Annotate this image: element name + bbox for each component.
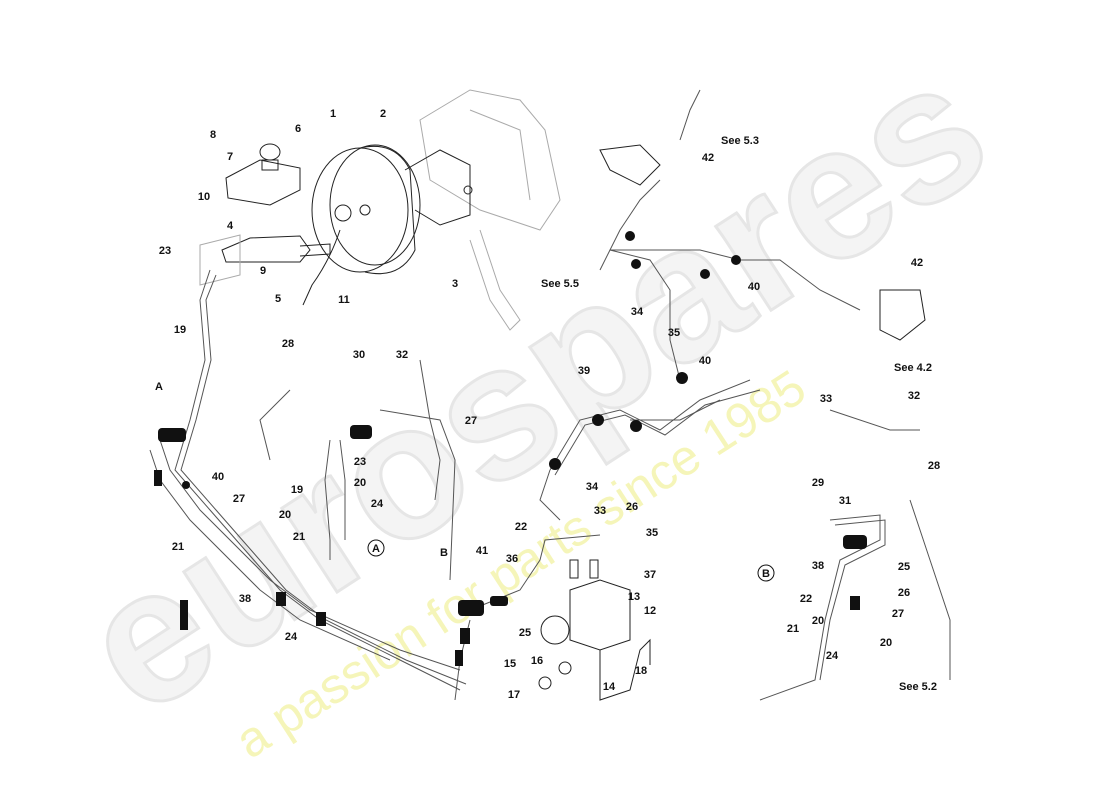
callout-label: 26 <box>898 587 910 599</box>
callout-label: 7 <box>227 151 233 163</box>
callout-label: 1 <box>330 108 336 120</box>
callout-label: 4 <box>227 220 234 232</box>
callout-label: 22 <box>515 521 527 533</box>
callout-label: 18 <box>635 665 647 677</box>
brake-pipes-drawing <box>149 89 951 701</box>
callout-label: 21 <box>172 541 184 553</box>
section-a-circle <box>367 539 385 557</box>
callout-label: See 5.5 <box>541 278 579 290</box>
callout-label: 25 <box>898 561 910 573</box>
callout-label: 26 <box>626 501 638 513</box>
section-a-marker: A <box>372 543 380 555</box>
callout-label: 38 <box>239 593 251 605</box>
callout-label: 24 <box>371 498 384 510</box>
callout-label: 37 <box>644 569 656 581</box>
callout-label: 12 <box>644 605 656 617</box>
callout-label: 28 <box>282 338 294 350</box>
callout-label: 19 <box>291 484 303 496</box>
callout-label: 6 <box>295 123 301 135</box>
callout-label: 25 <box>519 627 531 639</box>
pedal-box-drawing <box>419 89 561 331</box>
callout-label: 2 <box>380 108 386 120</box>
callout-label: 16 <box>531 655 543 667</box>
callout-label: 32 <box>908 390 920 402</box>
callout-label: 21 <box>293 531 305 543</box>
callout-label: 27 <box>465 415 477 427</box>
callout-label: 8 <box>210 129 216 141</box>
callout-label: 5 <box>275 293 281 305</box>
callout-label: See 4.2 <box>894 362 932 374</box>
callout-label: 13 <box>628 591 640 603</box>
callout-label: 22 <box>800 593 812 605</box>
brake-booster-drawing <box>311 144 473 275</box>
callout-label: 28 <box>928 460 940 472</box>
callout-label: 29 <box>812 477 824 489</box>
callout-label: 33 <box>594 505 606 517</box>
callout-label: 24 <box>285 631 298 643</box>
callout-label: 20 <box>880 637 892 649</box>
callout-label: 27 <box>233 493 245 505</box>
callout-label: 9 <box>260 265 266 277</box>
callout-label: 40 <box>699 355 711 367</box>
callout-label: A <box>155 381 163 393</box>
callout-label: 11 <box>338 294 350 306</box>
callout-label: 42 <box>702 152 714 164</box>
watermark-brand: eurospares <box>47 19 1022 755</box>
callout-label: 10 <box>198 191 210 203</box>
callout-label: 36 <box>506 553 518 565</box>
callout-label: 3 <box>452 278 458 290</box>
section-b-circle <box>757 564 775 582</box>
callout-label: 20 <box>279 509 291 521</box>
abs-unit-drawing <box>538 144 926 701</box>
callout-label: 34 <box>586 481 599 493</box>
callout-label: 35 <box>668 327 680 339</box>
section-b-marker: B <box>762 568 770 580</box>
callout-label: 14 <box>603 681 616 693</box>
callout-label: 20 <box>354 477 366 489</box>
callout-label: 21 <box>787 623 799 635</box>
callout-label: 42 <box>911 257 923 269</box>
callout-label: B <box>440 547 448 559</box>
callout-label: 17 <box>508 689 520 701</box>
callout-label: See 5.3 <box>721 135 759 147</box>
callout-label: 40 <box>212 471 224 483</box>
callout-label: 39 <box>578 365 590 377</box>
callout-label: 40 <box>748 281 760 293</box>
callout-label: 33 <box>820 393 832 405</box>
callout-label: 38 <box>812 560 824 572</box>
callout-label: 23 <box>159 245 171 257</box>
callout-label: 30 <box>353 349 365 361</box>
master-cylinder-drawing <box>199 143 341 306</box>
callout-label: 27 <box>892 608 904 620</box>
callout-label: 34 <box>631 306 644 318</box>
callout-label: 41 <box>476 545 488 557</box>
pipe-clips <box>154 231 867 666</box>
callout-label: 35 <box>646 527 658 539</box>
callout-label: 32 <box>396 349 408 361</box>
callout-label: See 5.2 <box>899 681 937 693</box>
callout-label: 31 <box>839 495 851 507</box>
callout-label: 19 <box>174 324 186 336</box>
callout-label: 23 <box>354 456 366 468</box>
callout-label: 15 <box>504 658 516 670</box>
callout-label: 24 <box>826 650 839 662</box>
callout-label: 20 <box>812 615 824 627</box>
